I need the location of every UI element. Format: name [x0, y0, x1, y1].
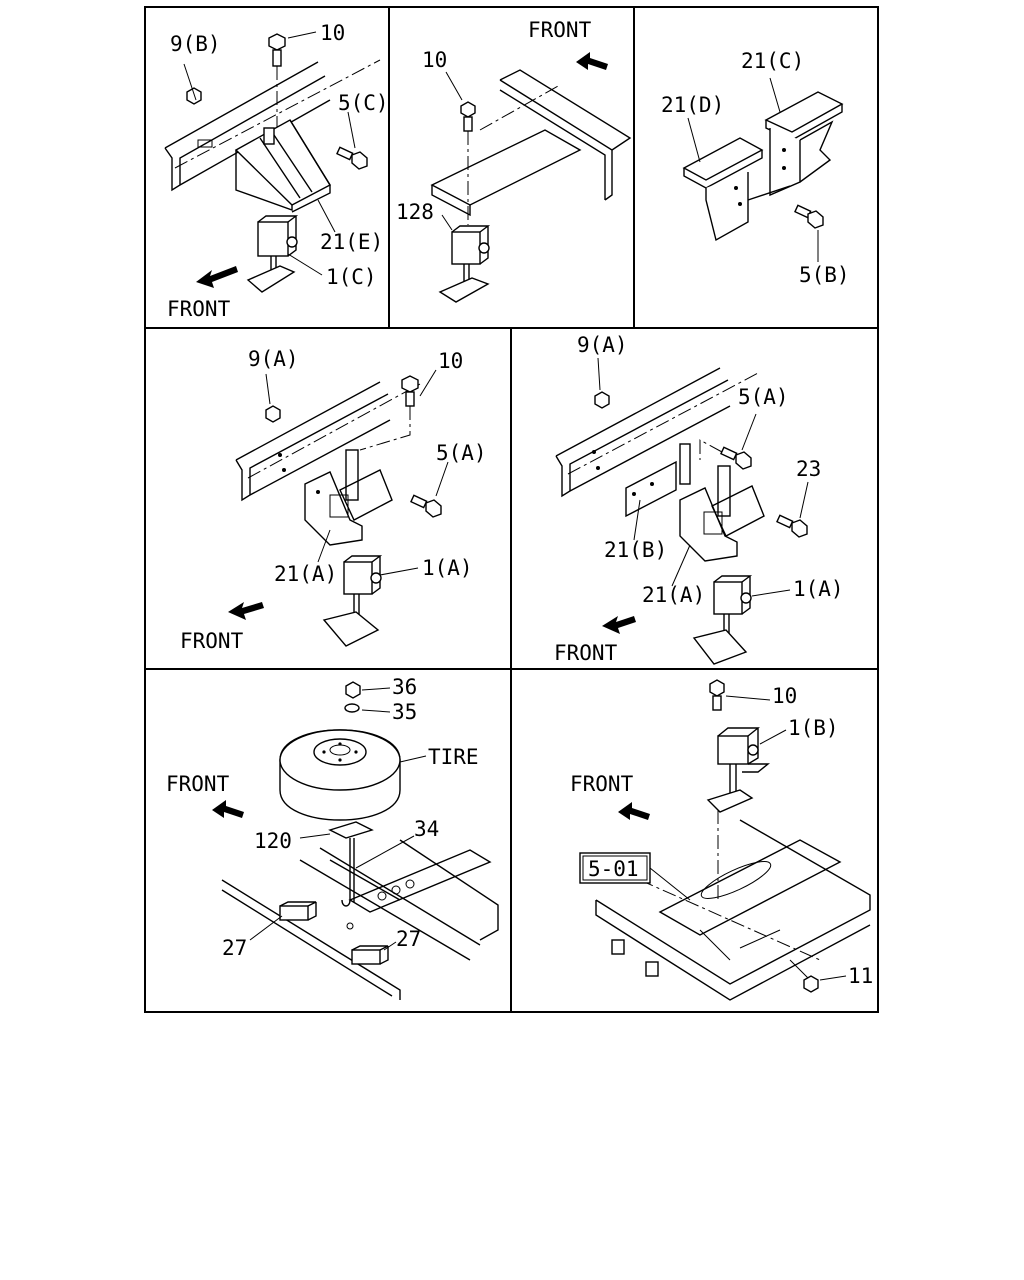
label-bolt: 5(B)	[799, 263, 850, 287]
label-hook: 34	[414, 817, 439, 841]
label-hanger: 1(C)	[326, 265, 377, 289]
bolt-icon	[445, 71, 476, 225]
nut-icon	[265, 373, 281, 423]
label-stopper-left: 27	[222, 936, 247, 960]
bracket-c	[764, 77, 844, 197]
extra-bolt-icon	[776, 481, 809, 538]
spare-tire-hanger-icon	[438, 214, 491, 303]
frame-rail	[555, 367, 761, 498]
label-bracket-c: 21(C)	[741, 49, 804, 73]
label-hanger: 128	[396, 200, 434, 224]
label-nut: 36	[392, 675, 417, 699]
panel-4: 9(A) 10 5(A) 21(A) 1(A) FRONT	[180, 347, 487, 653]
nut-icon	[594, 357, 610, 409]
nut-icon	[183, 63, 202, 105]
panel-7: 10 1(B) FRONT 5-01 11	[570, 679, 873, 1001]
label-washer: 35	[392, 700, 417, 724]
bracket-b	[625, 443, 691, 541]
panel-1: 9(B) 10 5(C) 21(E) 1(C) FRONT	[164, 21, 389, 321]
label-tire: TIRE	[428, 745, 479, 769]
bolt-icon	[359, 369, 437, 451]
washer-icon	[344, 703, 391, 713]
ref-5-01	[579, 852, 691, 901]
label-nut: 9(B)	[170, 32, 221, 56]
label-hanger: 1(B)	[788, 716, 839, 740]
label-nut: 9(A)	[577, 333, 628, 357]
stopper-left	[249, 901, 317, 941]
label-bolt: 10	[320, 21, 345, 45]
hold-plate	[299, 821, 374, 839]
label-side-bolt: 5(A)	[436, 441, 487, 465]
label-extra-bolt: 23	[796, 457, 821, 481]
label-front: FRONT	[528, 18, 592, 42]
label-front: FRONT	[180, 629, 244, 653]
crossmember-bracket	[234, 119, 336, 233]
front-arrow-icon	[212, 800, 244, 818]
label-stopper-right: 27	[396, 927, 421, 951]
label-bolt: 10	[438, 349, 463, 373]
frame-rail	[221, 839, 499, 1000]
label-nut: 11	[848, 964, 873, 988]
chassis-frame	[595, 819, 871, 1001]
bracket-d	[682, 117, 791, 242]
front-arrow-icon	[618, 802, 650, 820]
front-arrow-icon	[602, 616, 636, 634]
frame-rail	[235, 381, 421, 502]
panel-3: 21(C) 21(D) 5(B)	[661, 49, 850, 287]
label-front: FRONT	[166, 772, 230, 796]
label-side-bolt: 5(C)	[338, 91, 389, 115]
spare-tire-hanger-icon	[706, 727, 787, 813]
front-arrow-icon	[196, 266, 238, 288]
label-ref: 5-01	[588, 857, 639, 881]
panel-5: 9(A) 5(A) 23 21(B) 21(A) 1(A) FRONT	[554, 333, 844, 665]
frame-rail	[430, 69, 632, 217]
stopper-right	[351, 941, 397, 965]
crossmember-bracket	[304, 449, 393, 563]
label-side-bolt: 5(A)	[738, 385, 789, 409]
tire-icon	[279, 729, 427, 821]
spare-tire-hanger-icon	[322, 555, 419, 647]
label-front: FRONT	[570, 772, 634, 796]
side-bolt-icon	[699, 413, 757, 470]
bolt-icon	[794, 204, 824, 262]
label-plate: 120	[254, 829, 292, 853]
label-nut: 9(A)	[248, 347, 299, 371]
panel-2: FRONT 10 128	[396, 18, 632, 303]
nut-icon	[345, 681, 391, 699]
label-bracket: 21(E)	[320, 230, 383, 254]
bolt-icon	[709, 679, 771, 711]
front-arrow-icon	[228, 602, 264, 620]
label-bracket-a: 21(A)	[642, 583, 705, 607]
panel-grid	[144, 6, 879, 1013]
label-hanger: 1(A)	[422, 556, 473, 580]
spare-tire-hanger-icon	[692, 575, 791, 665]
side-bolt-icon	[410, 461, 449, 518]
bracket-a	[671, 465, 765, 587]
label-front: FRONT	[554, 641, 618, 665]
side-bolt-icon	[336, 111, 368, 170]
label-bracket-b: 21(B)	[604, 538, 667, 562]
nut-icon	[803, 975, 847, 993]
spare-tire-hanger-icon	[246, 215, 323, 293]
front-arrow-icon	[576, 52, 608, 70]
label-bracket: 21(A)	[274, 562, 337, 586]
label-bracket-d: 21(D)	[661, 93, 724, 117]
label-hanger: 1(A)	[793, 577, 844, 601]
label-bolt: 10	[772, 684, 797, 708]
panel-6: 36 35 TIRE FRONT 120 34 27 27	[166, 675, 499, 1000]
label-front: FRONT	[167, 297, 231, 321]
label-bolt: 10	[422, 48, 447, 72]
